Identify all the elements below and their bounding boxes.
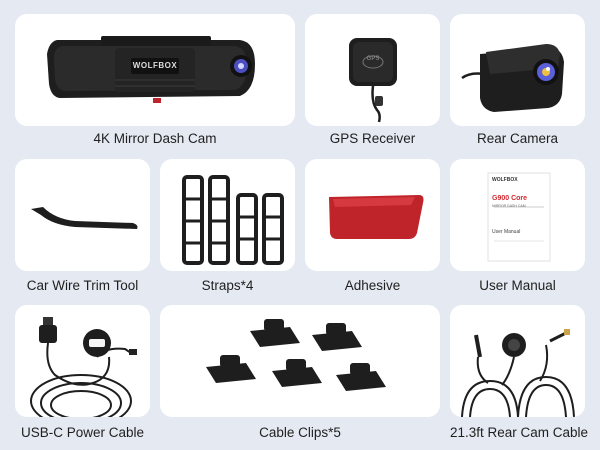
card-user-manual: WOLFBOX G900 Core MIRROR DASH CAM User M… (450, 159, 585, 271)
label-dash-cam: 4K Mirror Dash Cam (93, 131, 217, 146)
straps-icon (182, 175, 284, 265)
card-power-cable (15, 305, 150, 417)
manual-doc-title: User Manual (492, 229, 521, 235)
rear-cable-icon (461, 329, 575, 417)
card-adhesive (305, 159, 440, 271)
card-trim-tool (15, 159, 150, 271)
card-rear-cable (450, 305, 585, 417)
card-cable-clips (160, 305, 440, 417)
rear-camera-icon (461, 44, 564, 112)
dash-cam-icon (47, 36, 255, 103)
power-cable-icon (30, 317, 137, 417)
label-cable-clips: Cable Clips*5 (259, 425, 341, 440)
card-rear-camera (450, 14, 585, 126)
manual-icon (487, 172, 551, 262)
card-gps: GPS (305, 14, 440, 126)
gps-receiver-icon (349, 38, 397, 123)
gps-badge: GPS (366, 56, 380, 62)
adhesive-icon (329, 195, 424, 239)
manual-model: G900 Core (492, 195, 528, 202)
label-power-cable: USB-C Power Cable (20, 425, 145, 440)
label-rear-cable: 21.3ft Rear Cam Cable (450, 425, 589, 440)
cable-clips-icon (206, 319, 386, 391)
card-straps (160, 159, 295, 271)
label-gps: GPS Receiver (329, 131, 416, 146)
label-user-manual: User Manual (479, 278, 556, 293)
label-adhesive: Adhesive (344, 278, 401, 293)
manual-subtitle: MIRROR DASH CAM (492, 204, 526, 208)
trim-tool-icon (31, 207, 138, 229)
card-dash-cam: WOLFBOX (15, 14, 295, 126)
label-rear-camera: Rear Camera (476, 131, 559, 146)
dash-cam-brand: WOLFBOX (132, 61, 178, 70)
label-straps: Straps*4 (201, 278, 254, 293)
label-trim-tool: Car Wire Trim Tool (26, 278, 139, 293)
manual-brand: WOLFBOX (492, 177, 518, 183)
